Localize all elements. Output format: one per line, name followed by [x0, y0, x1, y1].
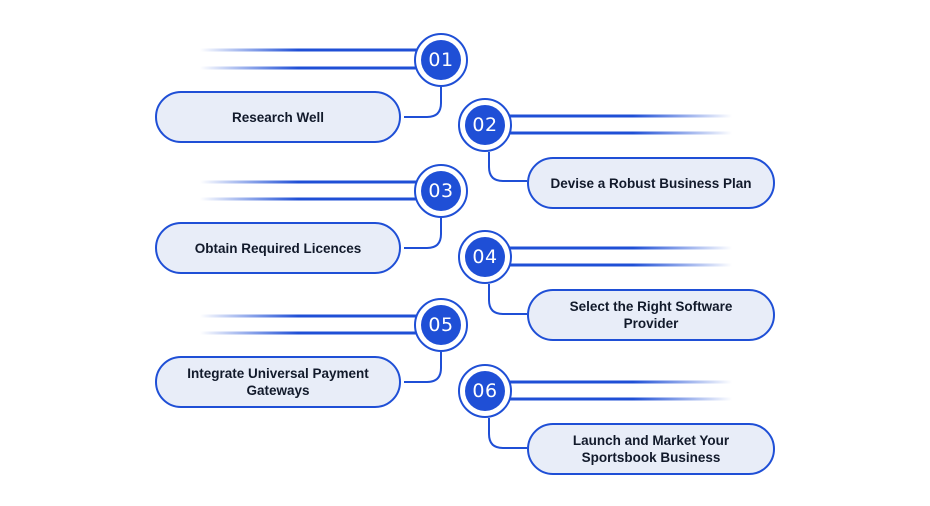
step-06-number-badge: 06: [458, 364, 512, 418]
step-01-number-badge: 01: [414, 33, 468, 87]
step-01-number: 01: [421, 40, 461, 80]
step-04-label: Select the Right Software Provider: [569, 299, 733, 331]
step-06-number: 06: [465, 371, 505, 411]
step-05-number: 05: [421, 305, 461, 345]
step-02-box: Devise a Robust Business Plan: [527, 157, 775, 209]
step-01-connectors: [200, 48, 442, 118]
step-02-number: 02: [465, 105, 505, 145]
step-03-connectors: [200, 180, 442, 249]
step-03-number-badge: 03: [414, 164, 468, 218]
step-05-box: Integrate Universal Payment Gateways: [155, 356, 401, 408]
step-02-number-badge: 02: [458, 98, 512, 152]
step-05-label: Integrate Universal Payment Gateways: [187, 366, 369, 398]
step-03-box: Obtain Required Licences: [155, 222, 401, 274]
step-06-label: Launch and Market Your Sportsbook Busine…: [572, 433, 730, 465]
step-01-label: Research Well: [231, 109, 325, 125]
step-03-number: 03: [421, 171, 461, 211]
step-04-number-badge: 04: [458, 230, 512, 284]
step-04-connectors: [488, 246, 732, 315]
step-02-connectors: [488, 114, 732, 182]
step-02-label: Devise a Robust Business Plan: [550, 175, 752, 191]
step-05-connectors: [200, 314, 442, 383]
step-04-number: 04: [465, 237, 505, 277]
step-01-box: Research Well: [155, 91, 401, 143]
step-04-box: Select the Right Software Provider: [527, 289, 775, 341]
step-06-connectors: [488, 380, 732, 449]
step-03-label: Obtain Required Licences: [194, 240, 362, 256]
step-05-number-badge: 05: [414, 298, 468, 352]
step-06-box: Launch and Market Your Sportsbook Busine…: [527, 423, 775, 475]
